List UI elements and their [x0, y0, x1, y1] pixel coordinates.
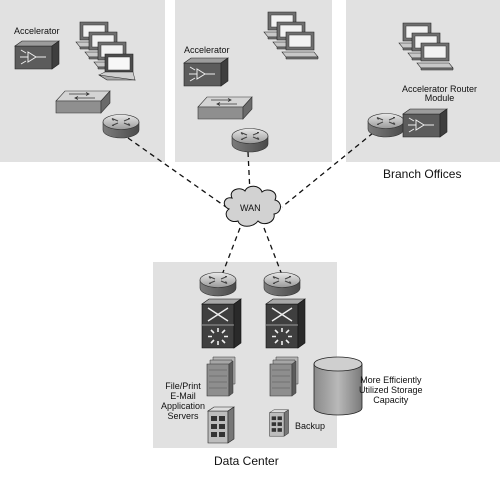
- router-icon-middle: [231, 127, 269, 153]
- server-stack-icon-left: [206, 356, 236, 397]
- accelerator-router-module-label: Accelerator Router Module: [402, 84, 478, 104]
- accelerator-label-left: Accelerator: [14, 26, 60, 36]
- switch-icon-middle: [197, 96, 253, 120]
- router-icon-right: [367, 112, 405, 138]
- switch-icon-left: [55, 90, 111, 114]
- branch-offices-label: Branch Offices: [383, 167, 462, 181]
- storage-label: More Efficiently Utilized Storage Capaci…: [359, 375, 423, 406]
- wan-links: [127, 132, 374, 276]
- router-icon-datacenter-left: [199, 271, 237, 297]
- pc-icon-middle-3: [281, 31, 319, 60]
- data-center-panel: [153, 262, 337, 448]
- accelerator-icon-left: [14, 40, 60, 70]
- router-icon-datacenter-right: [263, 271, 301, 297]
- router-icon-left: [102, 113, 140, 139]
- multilayer-switch-icon-right: [265, 298, 306, 349]
- wan-label: WAN: [240, 203, 261, 213]
- storage-icon: [313, 356, 363, 416]
- pc-icon-right-3: [416, 42, 454, 71]
- accelerator-label-middle: Accelerator: [184, 45, 230, 55]
- data-center-label: Data Center: [214, 454, 279, 468]
- wan-cloud-icon: [223, 185, 281, 227]
- multilayer-switch-icon-left: [201, 298, 242, 349]
- servers-label: File/Print E-Mail Application Servers: [161, 381, 206, 422]
- backup-device-icon: [269, 409, 289, 437]
- backup-label: Backup: [295, 421, 326, 431]
- accelerator-router-module-icon: [402, 108, 448, 138]
- accelerator-icon-middle: [183, 57, 229, 87]
- server-tower-icon: [207, 406, 235, 444]
- server-stack-icon-right: [269, 356, 299, 397]
